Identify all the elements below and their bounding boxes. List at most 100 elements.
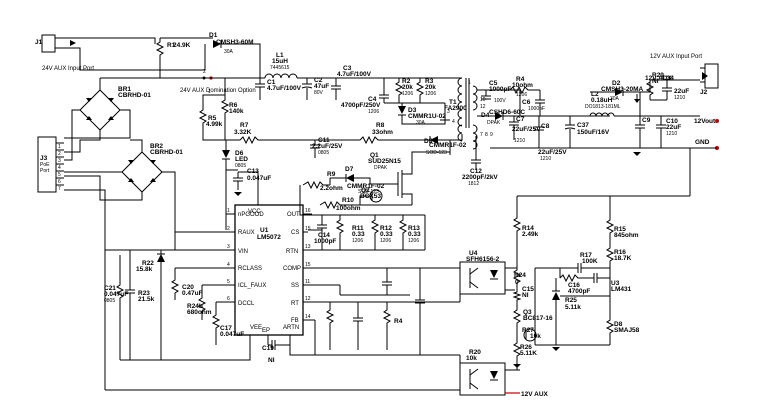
svg-text:1206: 1206 bbox=[352, 238, 363, 244]
connector-j1: J1 24V AUX Input Port bbox=[35, 34, 94, 72]
svg-text:10: 10 bbox=[480, 97, 486, 103]
svg-text:C14: C14 bbox=[318, 232, 330, 239]
svg-text:680ohm: 680ohm bbox=[187, 309, 212, 316]
resistor-r3: R3 20k 1206 bbox=[415, 78, 436, 103]
capacitor-c16: U3 LM431 bbox=[590, 273, 632, 293]
svg-text:4.99k: 4.99k bbox=[206, 121, 223, 128]
svg-text:1812: 1812 bbox=[468, 181, 479, 187]
capacitor-c18: R23 21.5k bbox=[125, 250, 155, 360]
svg-text:R3: R3 bbox=[425, 78, 434, 85]
svg-text:CBRHD-01: CBRHD-01 bbox=[150, 149, 183, 156]
capacitor-c11: C11 2.2uF/25V 0805 bbox=[310, 137, 343, 158]
svg-text:BCX53: BCX53 bbox=[360, 193, 381, 200]
capacitor-c8: C8 22uF/25V 1210 bbox=[534, 116, 567, 162]
capacitor-c19 bbox=[415, 268, 425, 355]
transistor-q3: R27 10k bbox=[522, 327, 541, 342]
capacitor-c15: R17 100K bbox=[560, 252, 610, 273]
svg-text:R15: R15 bbox=[614, 226, 626, 233]
svg-text:CSHD6-60C: CSHD6-60C bbox=[489, 109, 525, 116]
svg-text:0.047uF: 0.047uF bbox=[220, 331, 244, 338]
svg-text:Q3: Q3 bbox=[523, 309, 532, 316]
svg-text:R20: R20 bbox=[469, 349, 481, 356]
resistor-r21: R24b 680ohm bbox=[187, 285, 212, 320]
capacitor-c9: C9 bbox=[635, 116, 651, 148]
resistor-r23 bbox=[325, 302, 335, 350]
svg-text:1210: 1210 bbox=[666, 131, 677, 137]
svg-text:SUD25N15: SUD25N15 bbox=[368, 158, 401, 165]
svg-text:R24b: R24b bbox=[187, 303, 203, 310]
bridge-br1: BR1 CBRHD-01 bbox=[79, 86, 151, 131]
svg-text:15uH: 15uH bbox=[272, 58, 288, 65]
capacitor-c5: C5 1000pF 100V bbox=[481, 80, 511, 104]
resistor-r15: R15 845ohm bbox=[605, 196, 639, 245]
svg-text:7: 7 bbox=[480, 132, 483, 138]
svg-text:30A: 30A bbox=[224, 49, 234, 55]
svg-text:12: 12 bbox=[480, 104, 486, 110]
svg-text:0805: 0805 bbox=[104, 298, 115, 304]
svg-text:1206: 1206 bbox=[402, 91, 413, 97]
capacitor-c14: C14 1000pF bbox=[314, 215, 336, 250]
svg-text:3: 3 bbox=[447, 109, 450, 115]
svg-text:0.33: 0.33 bbox=[380, 231, 393, 238]
svg-text:R2: R2 bbox=[402, 78, 411, 85]
svg-text:9: 9 bbox=[490, 132, 493, 138]
svg-text:T1: T1 bbox=[449, 99, 457, 106]
svg-text:100ohm: 100ohm bbox=[336, 205, 361, 212]
svg-text:R25: R25 bbox=[565, 297, 577, 304]
svg-text:LM431: LM431 bbox=[611, 286, 632, 293]
svg-text:R29: R29 bbox=[652, 72, 664, 79]
svg-text:C15: C15 bbox=[522, 286, 534, 293]
svg-text:0: 0 bbox=[515, 279, 519, 286]
svg-text:845ohm: 845ohm bbox=[614, 232, 639, 239]
svg-text:Port: Port bbox=[40, 168, 50, 174]
svg-text:5.11k: 5.11k bbox=[565, 304, 581, 311]
svg-text:30A: 30A bbox=[416, 120, 426, 126]
svg-text:18.7K: 18.7K bbox=[614, 255, 632, 262]
svg-text:2: 2 bbox=[227, 226, 230, 232]
svg-text:D1: D1 bbox=[209, 32, 218, 39]
svg-text:CMMR1F-02: CMMR1F-02 bbox=[429, 142, 467, 149]
aux-option-label: 24V AUX Domination Option bbox=[180, 88, 256, 94]
svg-text:13: 13 bbox=[305, 244, 311, 250]
svg-text:C17: C17 bbox=[220, 325, 232, 332]
svg-text:0.18uH: 0.18uH bbox=[591, 97, 613, 104]
svg-text:22uF: 22uF bbox=[666, 124, 681, 131]
svg-text:CMMR1U-02: CMMR1U-02 bbox=[408, 113, 446, 120]
svg-text:3: 3 bbox=[58, 158, 61, 164]
j1-caption: 24V AUX Input Port bbox=[42, 66, 94, 72]
svg-text:1000pF: 1000pF bbox=[314, 238, 336, 245]
svg-text:12: 12 bbox=[305, 296, 311, 302]
svg-text:Q2: Q2 bbox=[361, 187, 370, 194]
svg-text:15: 15 bbox=[305, 226, 311, 232]
svg-text:1206: 1206 bbox=[516, 92, 527, 98]
capacitor-c2: C2 47uF 80V bbox=[301, 77, 329, 100]
svg-text:11: 11 bbox=[305, 279, 310, 285]
svg-text:R23: R23 bbox=[138, 290, 150, 297]
svg-text:5: 5 bbox=[227, 279, 230, 285]
capacitor-c13: C13 0.047uF bbox=[233, 168, 271, 190]
ic-u1: U1 LM5072 VCC nPGOOD RAUX VIN RCLASS ICL… bbox=[234, 204, 304, 336]
svg-text:R6: R6 bbox=[229, 102, 238, 109]
svg-text:C37: C37 bbox=[577, 122, 589, 129]
capacitor-c12: C12 2200pF/2kV 1812 bbox=[462, 148, 498, 187]
svg-text:R14: R14 bbox=[522, 225, 534, 232]
svg-text:R5: R5 bbox=[208, 115, 217, 122]
label-12v-aux-top: 12V AUX bbox=[645, 75, 673, 82]
svg-text:C12: C12 bbox=[470, 168, 482, 175]
resistor-r24: C15 NI bbox=[512, 286, 534, 302]
svg-text:D6: D6 bbox=[235, 150, 244, 157]
svg-text:1000pF: 1000pF bbox=[528, 106, 545, 112]
svg-text:0.33: 0.33 bbox=[408, 231, 421, 238]
svg-text:C10: C10 bbox=[666, 118, 678, 125]
svg-text:R22: R22 bbox=[142, 260, 154, 267]
svg-text:RTN: RTN bbox=[286, 249, 298, 255]
svg-text:RT: RT bbox=[291, 301, 299, 307]
svg-text:OUT: OUT bbox=[287, 212, 300, 218]
resistor-r1: R1 24.9K bbox=[155, 38, 191, 62]
svg-text:SMAJ58: SMAJ58 bbox=[614, 327, 640, 334]
diode-d5: D5 CMMR1F-02 SOD-123 bbox=[424, 136, 467, 156]
svg-text:LED: LED bbox=[235, 156, 248, 163]
svg-text:R7: R7 bbox=[240, 122, 249, 129]
svg-text:1: 1 bbox=[208, 89, 211, 95]
svg-text:0.47uF: 0.47uF bbox=[182, 290, 203, 297]
